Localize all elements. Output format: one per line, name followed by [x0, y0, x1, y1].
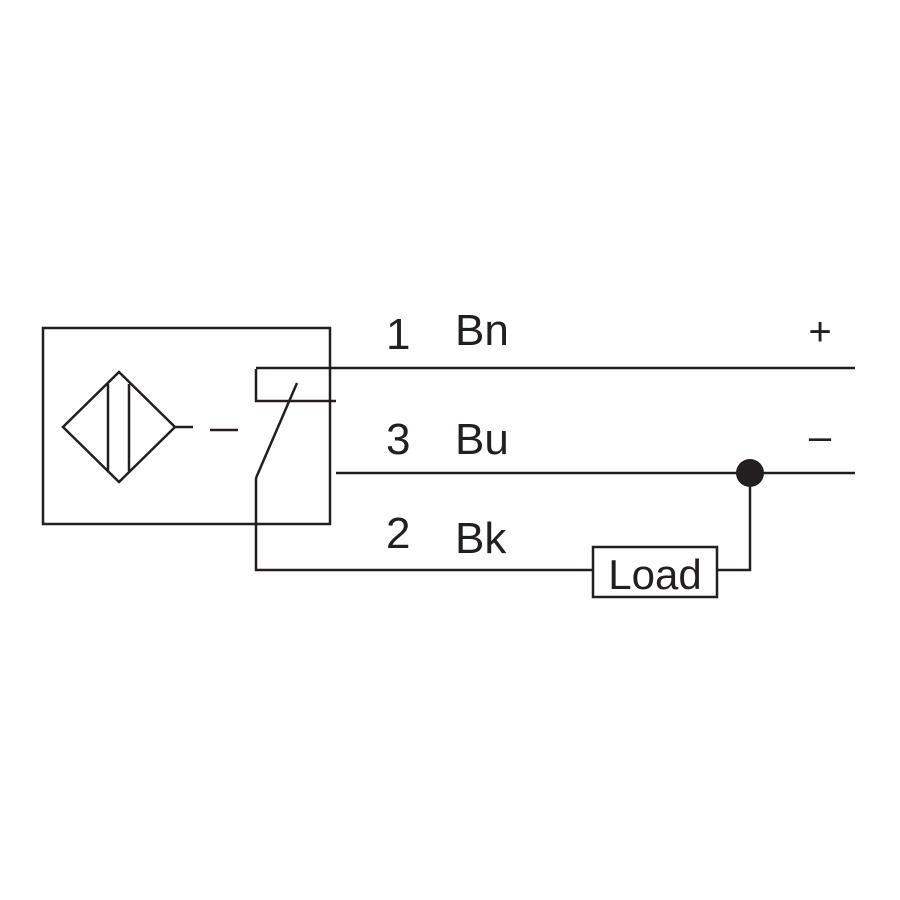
load-label: Load: [608, 551, 701, 598]
load-return-wire: [717, 473, 752, 572]
normally-open-switch-icon: [254, 369, 336, 479]
wire-1-polarity: +: [808, 310, 831, 354]
load-box: [591, 545, 719, 599]
wire-3-pin: 3: [386, 415, 410, 464]
sensor-housing: [41, 326, 332, 526]
inductive-sensor-diamond-icon: [61, 370, 193, 484]
wire-2-color-code: Bk: [455, 514, 507, 563]
junction-dot-icon: [736, 459, 764, 487]
wire-2-pin: 2: [386, 509, 410, 558]
wire-1-pin: 1: [386, 310, 410, 359]
wire-1-color-code: Bn: [455, 306, 509, 355]
wire-2: [254, 478, 593, 572]
wire-3-polarity: –: [809, 415, 832, 459]
wire-3-color-code: Bu: [455, 415, 509, 464]
